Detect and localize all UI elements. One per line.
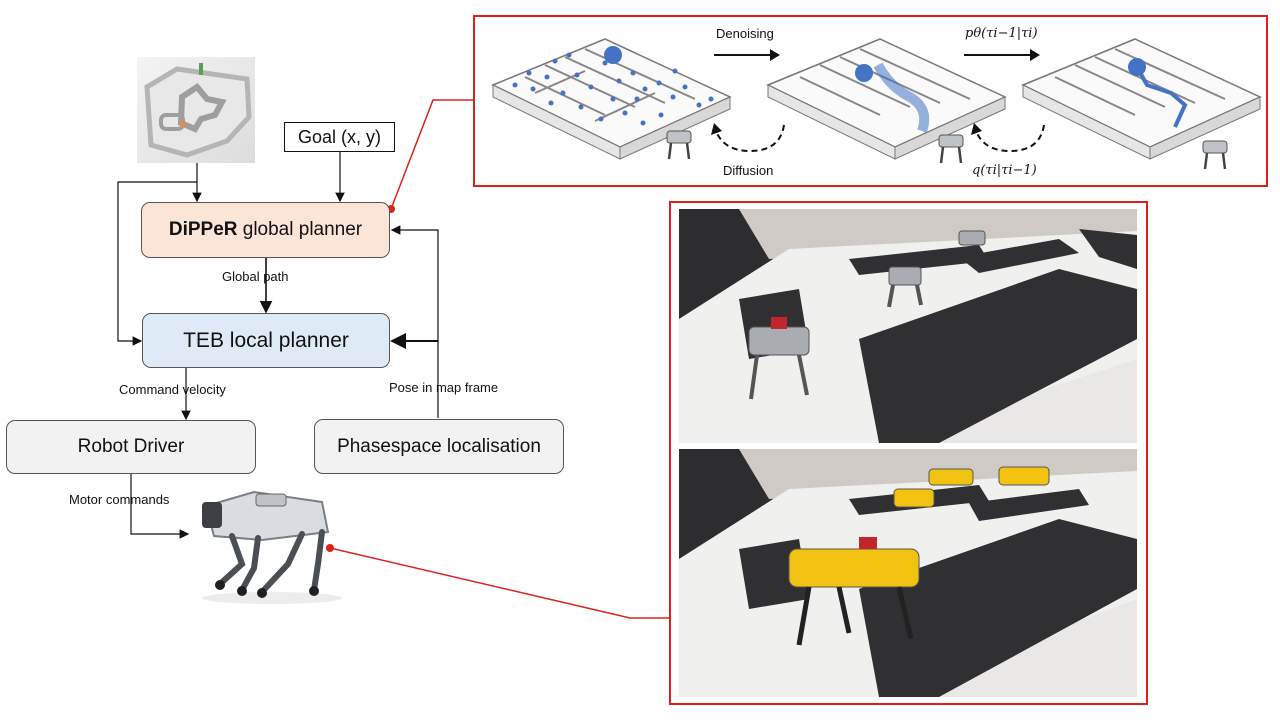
pose-feedback-line — [390, 225, 439, 418]
localisation-box: Phasespace localisation — [314, 419, 564, 474]
callout-line-bottom — [329, 547, 669, 619]
pose-label: Pose in map frame — [389, 380, 499, 395]
global-planner-name: DiPPeR — [168, 219, 238, 240]
denoising-arrow — [714, 49, 780, 61]
denoising-label: Denoising — [716, 26, 774, 41]
q-arrow — [971, 123, 1045, 153]
panel-robot-icon-1 — [666, 130, 692, 160]
map-to-local-arrow — [117, 181, 197, 346]
global-path-label: Global path — [222, 269, 289, 284]
global-planner-label: global planner — [237, 219, 363, 240]
ptheta-arrow — [964, 49, 1040, 61]
localisation-label: Phasespace localisation — [337, 435, 541, 457]
global-planner-box: DiPPeR global planner — [141, 202, 390, 258]
callout-line-top — [390, 99, 473, 210]
robot-dog-image — [192, 484, 347, 606]
goal-label: Goal (x, y) — [297, 126, 381, 147]
lab-photos-panel — [669, 201, 1148, 705]
local-planner-box: TEB local planner — [142, 313, 390, 368]
sim-map-thumbnail — [137, 57, 255, 163]
goal-box: Goal (x, y) — [284, 122, 395, 152]
local-planner-label: TEB local planner — [183, 328, 349, 352]
robot-driver-box: Robot Driver — [6, 420, 256, 474]
diffusion-panel: Denoising Diffusion pθ(τi−1|τi) q(τi|τi−… — [473, 15, 1268, 187]
robot-driver-label: Robot Driver — [77, 436, 185, 457]
q-label: q(τi|τi−1) — [972, 163, 1037, 178]
maze-partial — [766, 38, 1007, 160]
maze-noisy — [491, 38, 732, 160]
callout-dot-bottom — [326, 544, 334, 552]
maze-clean — [1021, 38, 1262, 160]
diffusion-arrow — [711, 123, 785, 153]
panel-robot-icon-3 — [1202, 140, 1228, 170]
p-theta-label: pθ(τi−1|τi) — [965, 26, 1038, 41]
diffusion-label: Diffusion — [723, 163, 774, 178]
command-velocity-label: Command velocity — [119, 382, 226, 397]
lab-photo-yellow-robots — [679, 449, 1137, 697]
motor-commands-arrow — [130, 474, 190, 539]
panel-robot-icon-2 — [938, 134, 964, 164]
motor-commands-label: Motor commands — [69, 492, 170, 507]
lab-photo-grey-robots — [679, 209, 1137, 443]
